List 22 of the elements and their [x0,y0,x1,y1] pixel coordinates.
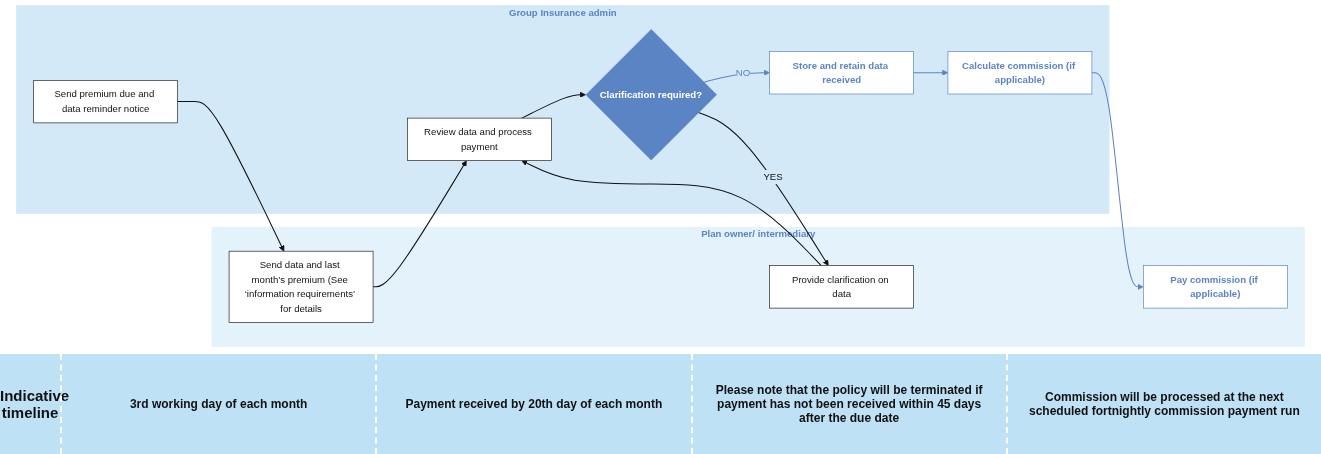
timeline-heading: Indicative timeline [0,387,70,421]
node-box: Send premium due and data reminder notice [33,80,178,124]
node-box: Store and retain data received [769,51,914,95]
edge-label: YES [763,171,783,183]
node-box: Send data and last month’s premium (See ‘information requirements’ for details [228,250,374,323]
node-box: Review data and process payment [407,117,552,161]
node-box: Calculate commission (if applicable) [947,51,1093,95]
arrow [697,111,829,266]
arrow [372,160,467,288]
timeline-note: Please note that the policy will be terminated if payment has not been received within 45 days after the due date [714,383,984,425]
timeline-note: Payment received by 20th day of each month [405,397,663,411]
arrow [1091,72,1144,290]
timeline-note: 3rd working day of each month [129,397,308,411]
arrow [177,101,285,252]
arrow [913,69,949,76]
node-box: Pay commission (if applicable) [1143,265,1288,309]
node-box: Provide clarification on data [769,265,914,309]
edge-label: NO [735,66,751,78]
timeline-note: Commission will be processed at the next scheduled fortnightly commission payment run [1028,390,1301,418]
arrow [521,91,586,119]
arrow [521,160,822,267]
node-diamond: Clarification required? [585,29,717,161]
